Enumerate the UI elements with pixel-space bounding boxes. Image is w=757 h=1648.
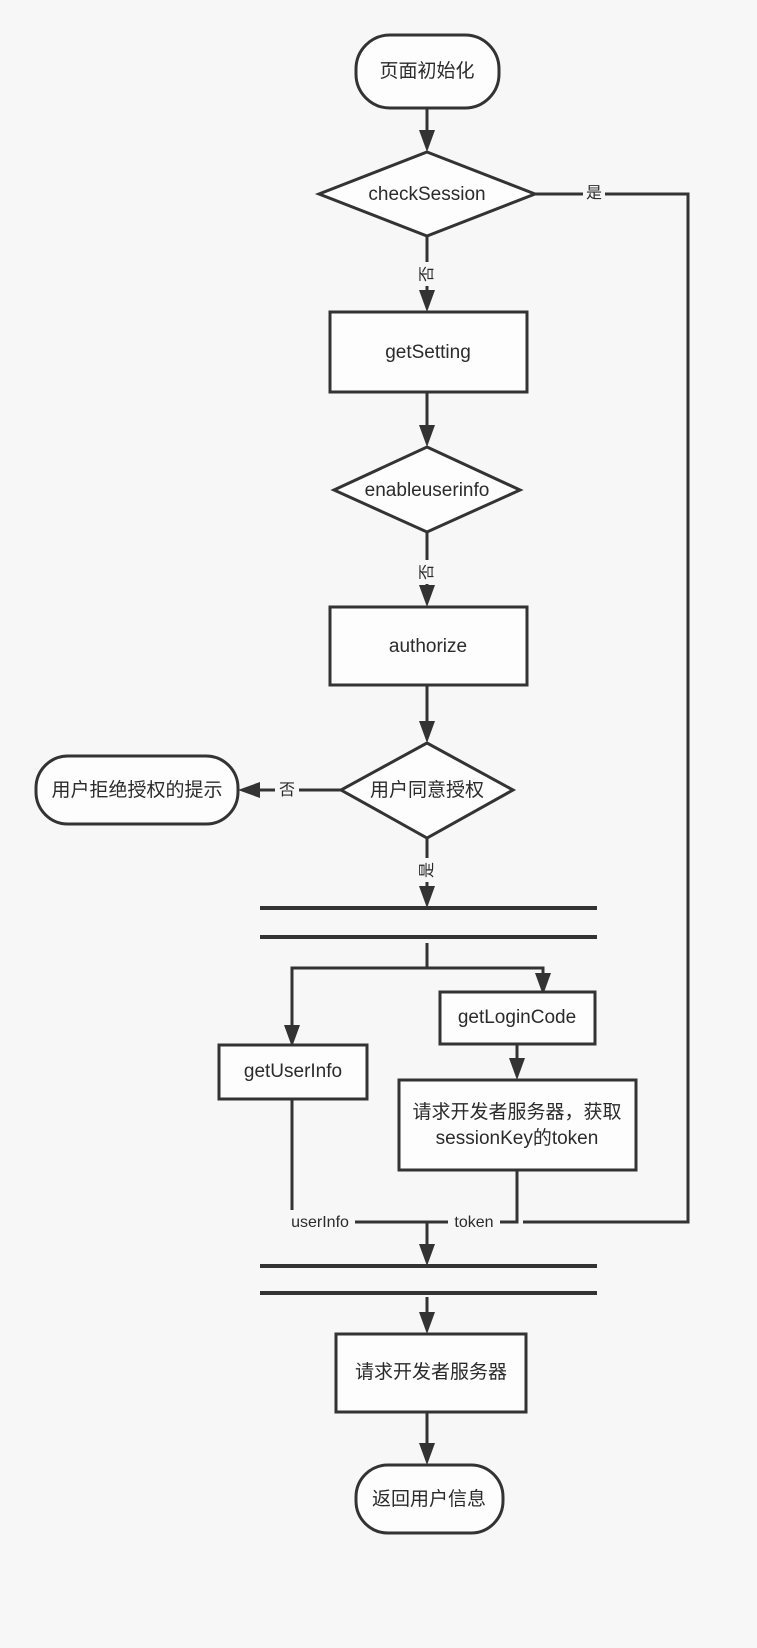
- node-check-session-label: checkSession: [368, 184, 485, 205]
- node-page-init[interactable]: 页面初始化: [354, 33, 501, 110]
- edge-join-to-devserver: [419, 1297, 435, 1334]
- node-user-agree-label: 用户同意授权: [370, 779, 484, 801]
- node-page-init-label: 页面初始化: [379, 60, 474, 82]
- edge-fork-split: [284, 943, 551, 1047]
- node-get-setting-label: getSetting: [385, 342, 471, 363]
- edge-label-userinfo-text: userInfo: [291, 1214, 349, 1231]
- node-request-dev-server-label: 请求开发者服务器: [355, 1361, 507, 1383]
- edge-checksession-yes: [523, 192, 690, 1224]
- node-return-user-info[interactable]: 返回用户信息: [354, 1463, 505, 1535]
- node-check-session[interactable]: checkSession: [314, 150, 540, 238]
- edge-label-useragree-yes-text: 是: [419, 862, 436, 878]
- edge-label-checksession-yes-text: 是: [586, 185, 602, 202]
- node-request-session-key-label-line2: sessionKey的token: [436, 1127, 599, 1149]
- node-request-dev-server[interactable]: 请求开发者服务器: [334, 1332, 528, 1414]
- edge-label-enableuserinfo-no: 否: [417, 560, 439, 584]
- edge-label-checksession-no-text: 否: [419, 266, 436, 282]
- node-authorize-label: authorize: [389, 636, 467, 657]
- edge-label-userinfo: userInfo: [285, 1210, 355, 1234]
- edge-getsetting-to-enableuserinfo: [419, 392, 435, 447]
- edge-label-useragree-no-text: 否: [279, 782, 295, 799]
- node-get-user-info-label: getUserInfo: [244, 1061, 342, 1082]
- edge-start-to-checksession: [419, 108, 435, 152]
- node-enable-userinfo[interactable]: enableuserinfo: [330, 445, 524, 534]
- node-request-session-key-label-line1: 请求开发者服务器，获取: [412, 1101, 621, 1123]
- node-get-setting[interactable]: getSetting: [328, 310, 529, 394]
- node-enable-userinfo-label: enableuserinfo: [365, 480, 490, 501]
- node-get-login-code[interactable]: getLoginCode: [438, 990, 597, 1046]
- node-user-refuse[interactable]: 用户拒绝授权的提示: [34, 754, 240, 826]
- edge-label-checksession-yes: 是: [583, 180, 605, 204]
- edge-authorize-to-useragree: [419, 685, 435, 743]
- join-bar: [260, 1264, 597, 1295]
- edge-devserver-to-return: [419, 1412, 435, 1465]
- node-get-user-info[interactable]: getUserInfo: [217, 1043, 369, 1101]
- node-return-user-info-label: 返回用户信息: [372, 1488, 486, 1510]
- edge-label-useragree-no: 否: [275, 778, 299, 802]
- edge-label-token: token: [448, 1210, 500, 1234]
- edge-getuserinfo-to-join: [290, 1099, 435, 1266]
- node-user-refuse-label: 用户拒绝授权的提示: [51, 779, 222, 801]
- edge-getlogincode-to-sessionkey: [509, 1044, 525, 1080]
- fork-bar: [260, 906, 597, 939]
- node-request-session-key[interactable]: 请求开发者服务器，获取 sessionKey的token: [397, 1078, 638, 1172]
- node-authorize[interactable]: authorize: [328, 605, 529, 687]
- node-get-login-code-label: getLoginCode: [458, 1007, 576, 1028]
- edge-label-checksession-no: 否: [417, 262, 439, 286]
- edge-label-token-text: token: [454, 1214, 493, 1231]
- edge-label-enableuserinfo-no-text: 否: [419, 564, 436, 580]
- edge-label-useragree-yes: 是: [417, 858, 439, 882]
- node-user-agree[interactable]: 用户同意授权: [337, 741, 517, 840]
